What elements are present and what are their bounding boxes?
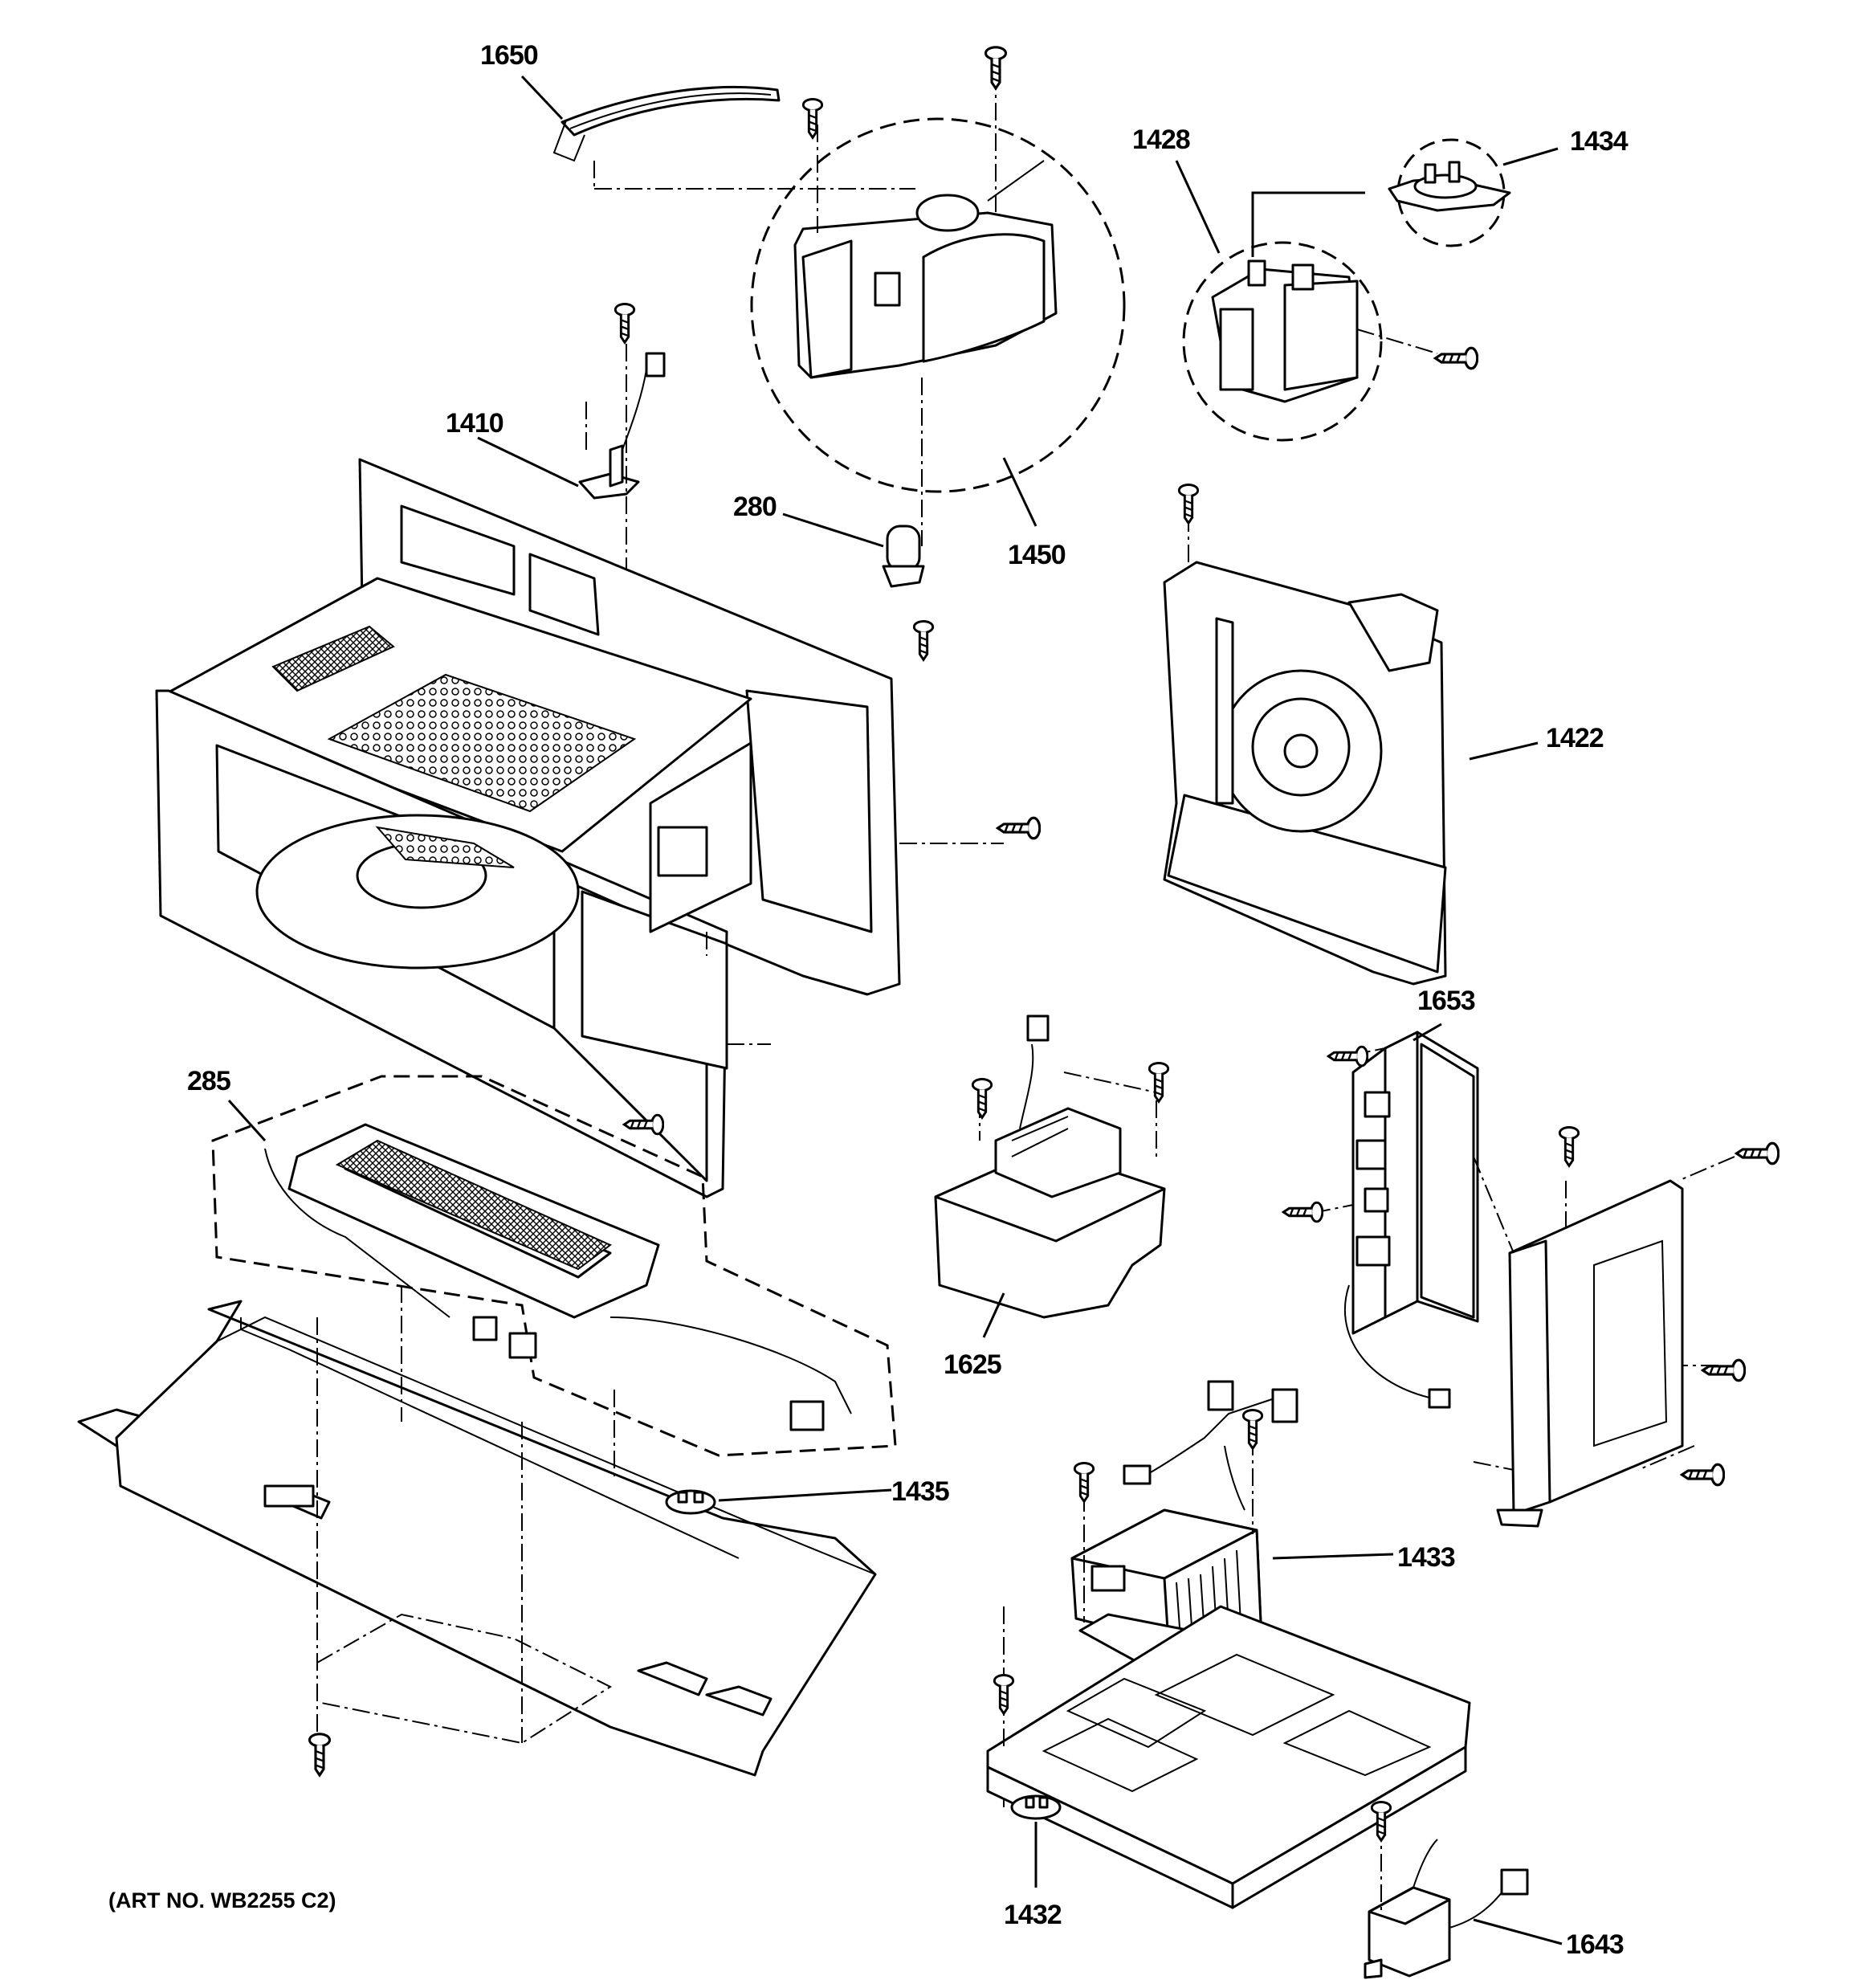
- label-280: 280: [733, 492, 777, 522]
- label-1650: 1650: [480, 40, 538, 71]
- fan-assembly-1450: [750, 72, 1126, 546]
- noise-filter-1643: [1364, 1823, 1529, 1979]
- thermostat-1434: [1388, 138, 1511, 247]
- stirrer-motor-1625: [934, 1014, 1166, 1319]
- wire-harness-1650: [552, 86, 915, 190]
- label-285: 285: [187, 1066, 230, 1096]
- bottom-shelf: [77, 1285, 877, 1777]
- control-bracket: [1473, 1156, 1735, 1528]
- label-1434: 1434: [1570, 126, 1629, 157]
- oven-cavity: [155, 458, 1004, 1198]
- art-number: (ART NO. WB2255 C2): [108, 1888, 336, 1912]
- control-board-1653: [1312, 1031, 1479, 1409]
- sensor-1410: [578, 313, 666, 723]
- fan-duct-1422: [1163, 514, 1447, 986]
- label-1432: 1432: [1004, 1900, 1062, 1930]
- label-1450: 1450: [1008, 540, 1066, 570]
- label-1410: 1410: [446, 408, 503, 439]
- heater-assembly-285: [211, 1075, 897, 1457]
- thermostat-1435: [665, 1489, 716, 1515]
- base-plate: [986, 1605, 1471, 1909]
- lamp-280: [882, 525, 925, 588]
- label-1428: 1428: [1132, 125, 1190, 155]
- label-1625: 1625: [944, 1349, 1001, 1380]
- callout-labels: 1650 1428 1434 1410 280 1450 1422 285 16…: [108, 40, 1629, 1960]
- label-1435: 1435: [891, 1476, 949, 1507]
- label-1422: 1422: [1546, 723, 1604, 753]
- leader-lines: [227, 75, 1563, 1945]
- magnetron-1428: [1182, 241, 1438, 442]
- label-1653: 1653: [1417, 986, 1475, 1016]
- thermostat-1432: [1010, 1794, 1062, 1820]
- label-1433: 1433: [1397, 1542, 1455, 1573]
- label-1643: 1643: [1566, 1929, 1624, 1960]
